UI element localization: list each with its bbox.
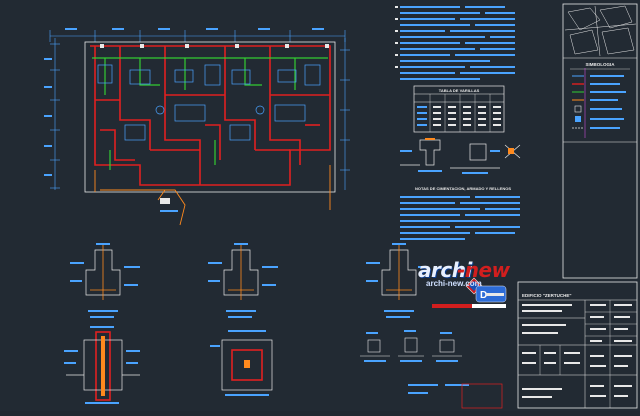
foundation-plan — [44, 28, 350, 226]
footing-detail-accents — [425, 138, 514, 154]
rebar-table: TABLA DE VARILLAS — [413, 85, 505, 133]
notes-markers — [395, 6, 398, 68]
general-notes — [400, 6, 515, 80]
watermark-logo: D — [432, 277, 507, 308]
watermark-brand-primary: archi — [418, 258, 472, 282]
location-map — [564, 5, 637, 57]
project-label: EDIFICIO "ZERTUCHE" — [522, 293, 572, 298]
foundation-notes — [400, 196, 520, 240]
watermark-brand-secondary: -new — [457, 258, 510, 282]
footing-details — [400, 139, 521, 169]
watermark-url: archi-new.com — [426, 279, 482, 288]
footing-detail-labels — [400, 150, 500, 174]
foundation-notes-title: NOTAS DE CIMENTACION, ARMADO Y RELLENOS — [415, 186, 511, 191]
right-panel: SIMBOLOGIA — [562, 3, 638, 279]
legend-title: SIMBOLOGIA — [586, 62, 616, 67]
title-block: EDIFICIO "ZERTUCHE" — [517, 281, 638, 409]
rebar-table-title: TABLA DE VARILLAS — [439, 88, 480, 93]
svg-text:D: D — [480, 290, 487, 301]
legend-entries — [572, 75, 626, 129]
section-details — [64, 243, 503, 409]
